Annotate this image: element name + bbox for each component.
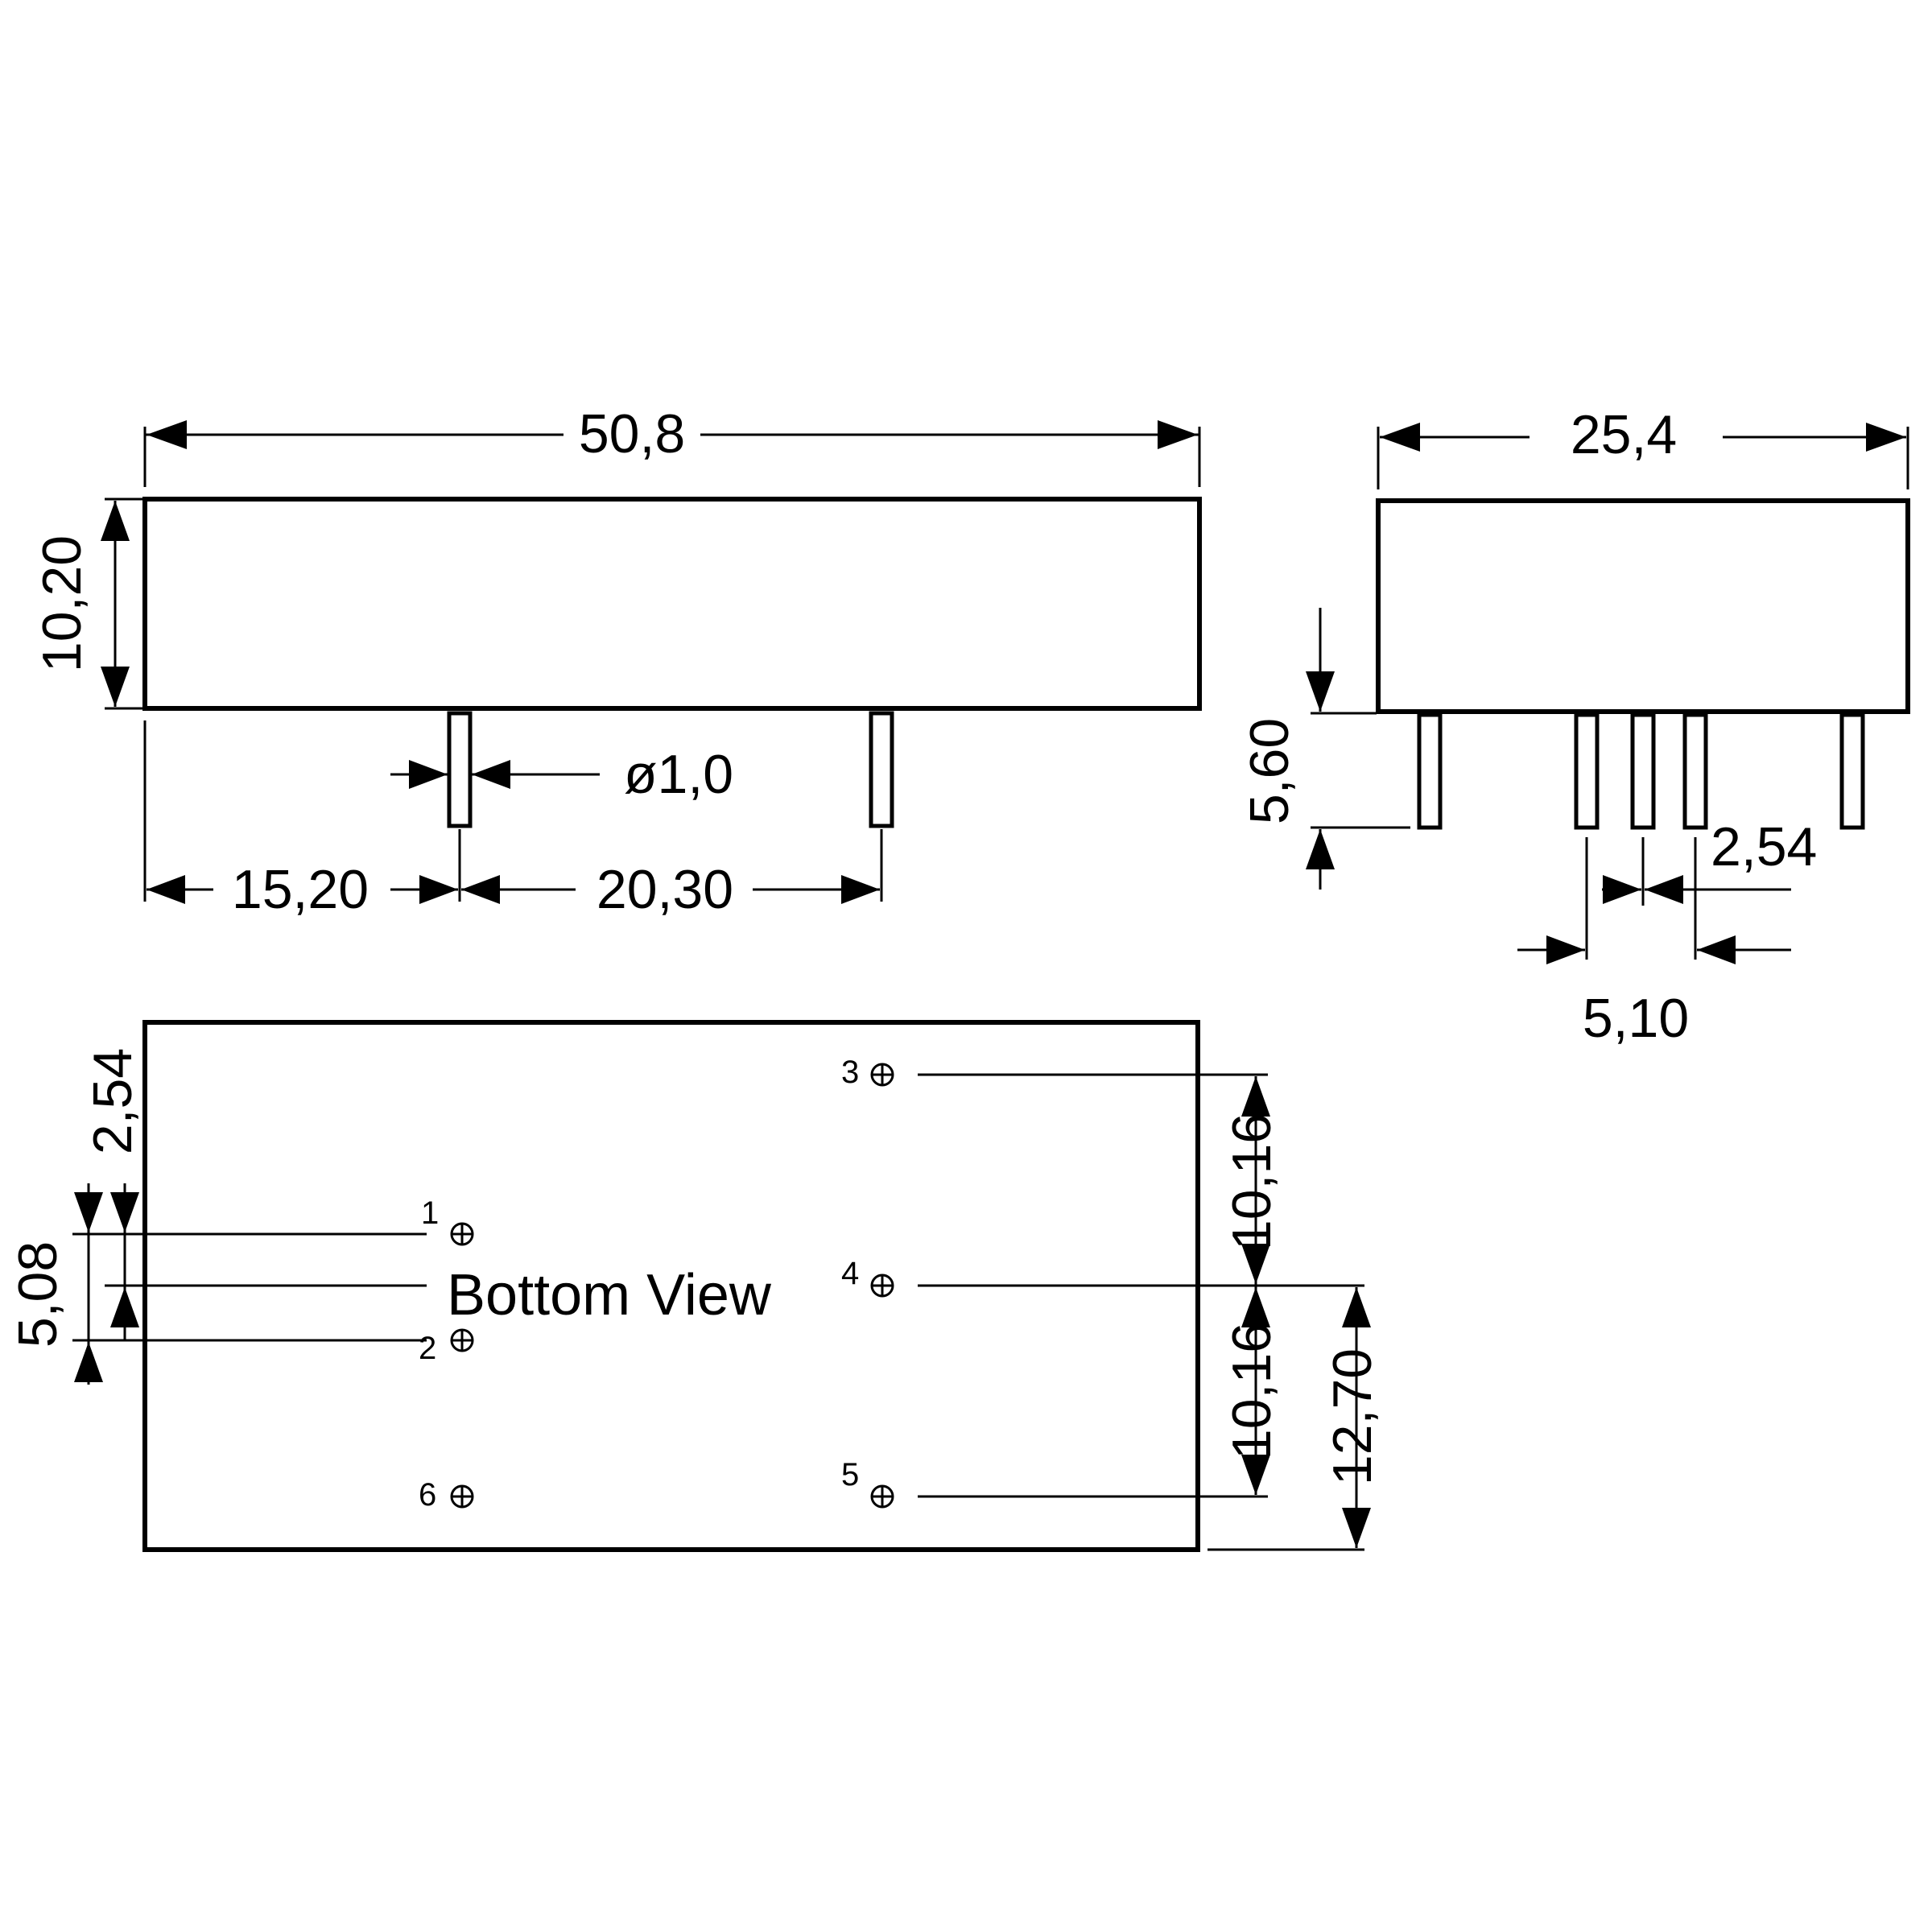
- front-view-body: [142, 497, 1202, 711]
- bottom-view-title: Bottom View: [447, 1263, 772, 1327]
- dim-front-height: 10,20: [31, 535, 93, 672]
- dim-bottom-left-double-pitch: 5,08: [7, 1241, 68, 1348]
- front-view-pin-right: [869, 711, 894, 828]
- bottom-view: Bottom View 1 2 3 4: [7, 1020, 1383, 1552]
- pin-1-label: 1: [421, 1195, 439, 1231]
- dim-bottom-right-pitch-lower: 10,16: [1221, 1323, 1282, 1459]
- dim-pin-diameter: ø1,0: [624, 744, 733, 805]
- pin-2-label: 2: [419, 1331, 436, 1366]
- pin-6-label: 6: [419, 1477, 436, 1513]
- dim-bottom-right-pitch-upper: 10,16: [1221, 1113, 1282, 1250]
- dim-side-pitch: 2,54: [1711, 816, 1817, 877]
- pin-1: 1: [421, 1195, 474, 1246]
- side-view-pin-2: [1574, 712, 1600, 830]
- pin-3: 3: [841, 1055, 894, 1090]
- front-view-pin-left: [447, 711, 473, 828]
- side-view-pin-1: [1417, 712, 1443, 830]
- pin-6: 6: [419, 1477, 474, 1513]
- side-view: 25,4 5,60 2,54 5,10: [1239, 404, 1910, 1049]
- pin-5-label: 5: [841, 1457, 859, 1492]
- side-view-body: [1376, 498, 1910, 714]
- dim-bottom-left-pitch: 2,54: [82, 1048, 143, 1154]
- dim-front-length: 50,8: [579, 403, 685, 464]
- dim-front-pin-spacing: 20,30: [597, 859, 733, 920]
- pin-4-label: 4: [841, 1256, 859, 1291]
- dim-front-pin-offset: 15,20: [232, 859, 369, 920]
- pin-4: 4: [841, 1256, 894, 1298]
- side-view-pin-5: [1839, 712, 1865, 830]
- dim-bottom-edge-offset: 12,70: [1322, 1348, 1383, 1485]
- front-view: 50,8 10,20 ø1,0 15,20 20,30: [31, 403, 1202, 920]
- dim-side-double-pitch: 5,10: [1583, 988, 1689, 1049]
- side-view-pin-4: [1682, 712, 1708, 830]
- pin-5: 5: [841, 1457, 894, 1509]
- side-view-pin-3: [1630, 712, 1656, 830]
- dim-side-pin-length: 5,60: [1239, 718, 1300, 824]
- pin-2: 2: [419, 1328, 474, 1366]
- dim-side-width: 25,4: [1571, 404, 1677, 465]
- pin-3-label: 3: [841, 1055, 859, 1090]
